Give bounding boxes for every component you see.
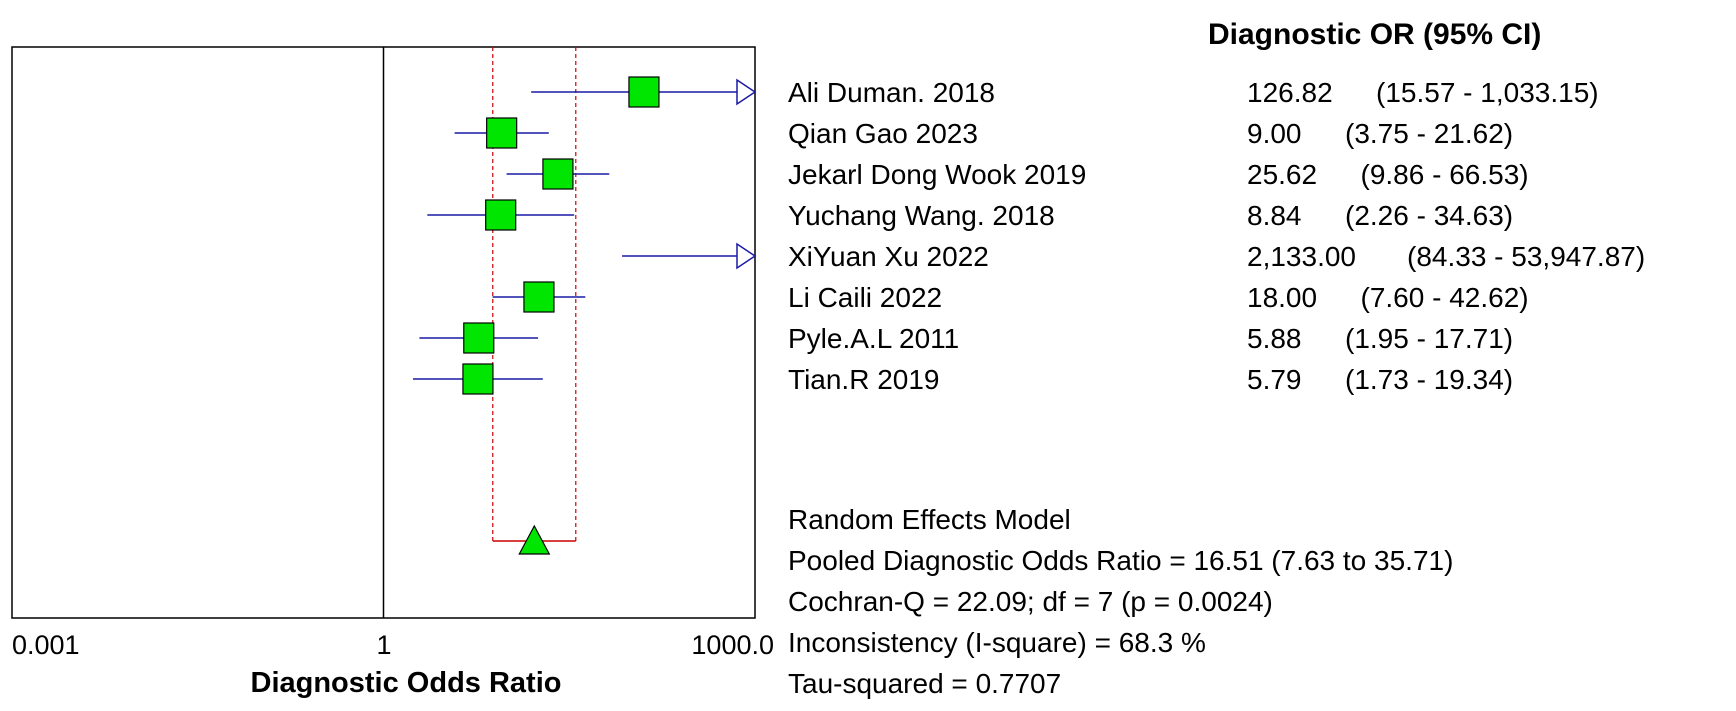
summary-line-model: Random Effects Model [788, 504, 1071, 535]
study-label: Tian.R 2019 [788, 364, 940, 395]
study-point-square [628, 76, 660, 108]
study-label: Li Caili 2022 [788, 282, 942, 313]
study-point-square [542, 158, 574, 190]
study-point-square [486, 117, 518, 149]
study-point-square [523, 281, 555, 313]
reference-lines [382, 47, 577, 618]
study-ci-arrow [736, 78, 757, 106]
study-label: Qian Gao 2023 [788, 118, 978, 149]
study-ci-value: (84.33 - 53,947.87) [1407, 241, 1645, 272]
x-tick-label-right: 1000.0 [691, 630, 774, 660]
column-header: Diagnostic OR (95% CI) [1208, 18, 1541, 51]
study-or-value: 25.62 [1247, 159, 1317, 190]
study-label: XiYuan Xu 2022 [788, 241, 989, 272]
x-axis-label: Diagnostic Odds Ratio [251, 667, 562, 699]
study-or-value: 8.84 [1247, 200, 1302, 231]
study-or-value: 18.00 [1247, 282, 1317, 313]
study-label: Ali Duman. 2018 [788, 77, 995, 108]
study-ci-value: (1.95 - 17.71) [1345, 323, 1513, 354]
study-point-square [463, 322, 495, 354]
study-ci-value: (3.75 - 21.62) [1345, 118, 1513, 149]
study-label: Pyle.A.L 2011 [788, 323, 959, 354]
study-point-square [462, 363, 494, 395]
summary-line-cochran: Cochran-Q = 22.09; df = 7 (p = 0.0024) [788, 586, 1273, 617]
study-text-rows: Ali Duman. 2018 126.82 (15.57 - 1,033.15) Q… [788, 77, 1645, 395]
pooled-marks [492, 524, 576, 555]
study-ci-value: (1.73 - 19.34) [1345, 364, 1513, 395]
study-or-value: 2,133.00 [1247, 241, 1356, 272]
summary-line-inconsistency: Inconsistency (I-square) = 68.3 % [788, 627, 1206, 658]
study-or-value: 126.82 [1247, 77, 1333, 108]
summary-line-pooled: Pooled Diagnostic Odds Ratio = 16.51 (7.… [788, 545, 1453, 576]
study-point-square [485, 199, 517, 231]
study-ci-value: (15.57 - 1,033.15) [1376, 77, 1599, 108]
x-tick-label-left: 0.001 [12, 630, 80, 660]
study-label: Jekarl Dong Wook 2019 [788, 159, 1086, 190]
study-ci-value: (9.86 - 66.53) [1361, 159, 1529, 190]
study-label: Yuchang Wang. 2018 [788, 200, 1055, 231]
study-ci-value: (7.60 - 42.62) [1361, 282, 1529, 313]
x-tick-label-middle: 1 [376, 630, 391, 660]
study-or-value: 5.88 [1247, 323, 1302, 354]
study-marks [412, 76, 757, 395]
summary-line-tau: Tau-squared = 0.7707 [788, 668, 1061, 699]
study-or-value: 5.79 [1247, 364, 1302, 395]
summary-block: Random Effects Model Pooled Diagnostic O… [788, 504, 1453, 699]
study-or-value: 9.00 [1247, 118, 1302, 149]
study-ci-arrow [736, 242, 757, 270]
study-ci-value: (2.26 - 34.63) [1345, 200, 1513, 231]
pooled-estimate-triangle [518, 524, 551, 555]
